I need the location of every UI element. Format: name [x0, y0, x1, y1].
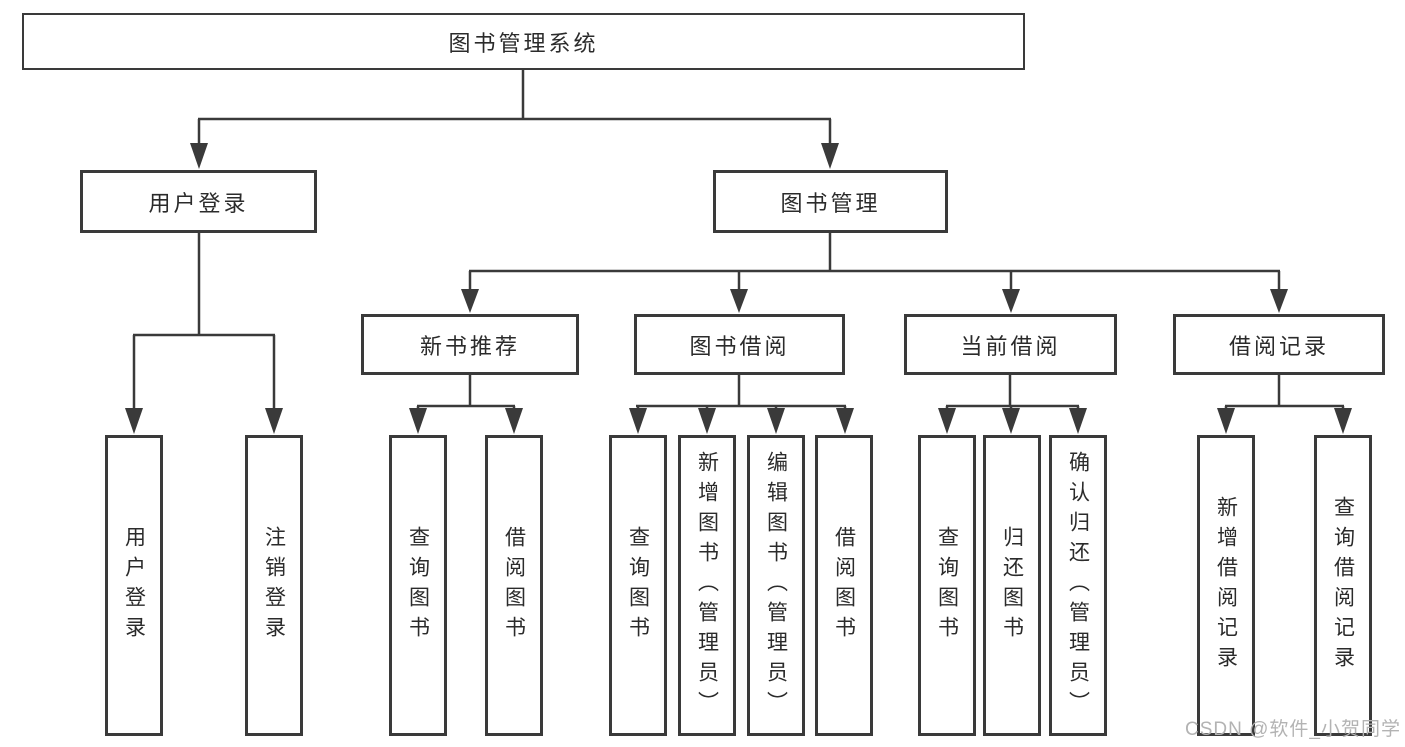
csdn-watermark: CSDN @软件_小贺同学 [1185, 719, 1401, 740]
leaf-recommend-query-books-label: 查询图书 [406, 525, 430, 646]
leaf-edit-books-admin: 编辑图书（管理员） [747, 435, 805, 736]
node-book-borrow-label: 图书借阅 [689, 333, 790, 359]
leaf-borrow-books: 借阅图书 [815, 435, 873, 736]
leaf-add-borrow-record-label: 新增借阅记录 [1214, 495, 1238, 676]
leaf-user-login-label: 用户登录 [122, 525, 146, 646]
node-new-book-recommend-label: 新书推荐 [419, 333, 520, 359]
leaf-logout-label: 注销登录 [262, 525, 286, 646]
leaf-recommend-query-books: 查询图书 [389, 435, 447, 736]
leaf-recommend-borrow-books: 借阅图书 [485, 435, 543, 736]
leaf-query-borrow-record-label: 查询借阅记录 [1331, 495, 1355, 676]
leaf-confirm-return-admin-label: 确认归还（管理员） [1066, 450, 1090, 721]
leaf-return-books-label: 归还图书 [1000, 525, 1024, 646]
leaf-add-borrow-record: 新增借阅记录 [1197, 435, 1255, 736]
node-library-management-system: 图书管理系统 [22, 13, 1025, 70]
node-book-borrow: 图书借阅 [634, 314, 845, 375]
leaf-return-books: 归还图书 [983, 435, 1041, 736]
leaf-add-books-admin-label: 新增图书（管理员） [695, 450, 719, 721]
node-user-login-label: 用户登录 [148, 190, 249, 216]
leaf-borrow-query-books-label: 查询图书 [626, 525, 650, 646]
node-borrow-records: 借阅记录 [1173, 314, 1385, 375]
leaf-borrow-query-books: 查询图书 [609, 435, 667, 736]
leaf-add-books-admin: 新增图书（管理员） [678, 435, 736, 736]
leaf-logout: 注销登录 [245, 435, 303, 736]
leaf-edit-books-admin-label: 编辑图书（管理员） [764, 450, 788, 721]
node-user-login: 用户登录 [80, 170, 317, 233]
leaf-recommend-borrow-books-label: 借阅图书 [502, 525, 526, 646]
node-book-management-label: 图书管理 [780, 190, 881, 216]
node-new-book-recommend: 新书推荐 [361, 314, 579, 375]
leaf-current-query-books: 查询图书 [918, 435, 976, 736]
leaf-confirm-return-admin: 确认归还（管理员） [1049, 435, 1107, 736]
node-library-management-system-label: 图书管理系统 [448, 30, 599, 56]
leaf-user-login: 用户登录 [105, 435, 163, 736]
node-current-borrow: 当前借阅 [904, 314, 1117, 375]
leaf-current-query-books-label: 查询图书 [935, 525, 959, 646]
node-book-management: 图书管理 [713, 170, 948, 233]
leaf-borrow-books-label: 借阅图书 [832, 525, 856, 646]
node-borrow-records-label: 借阅记录 [1228, 333, 1329, 359]
leaf-query-borrow-record: 查询借阅记录 [1314, 435, 1372, 736]
node-current-borrow-label: 当前借阅 [960, 333, 1061, 359]
